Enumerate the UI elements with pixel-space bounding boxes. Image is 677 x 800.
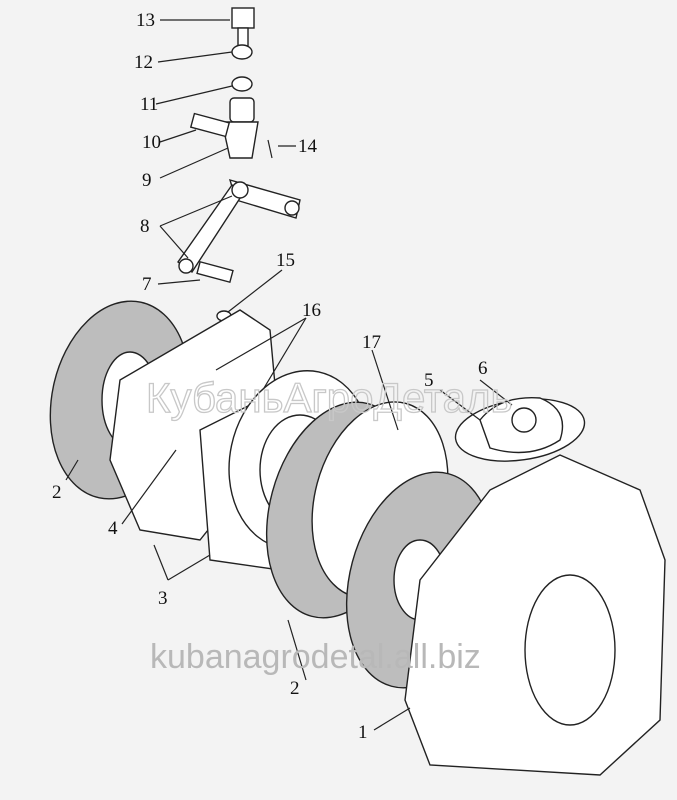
watermark-bottom: kubanagrodetal.all.biz [150, 638, 481, 676]
callout-1: 1 [358, 722, 368, 743]
callout-7: 9 [142, 170, 152, 191]
part-pin-8 [189, 112, 231, 138]
part-levers-6 [177, 178, 301, 274]
callout-8: 10 [142, 132, 161, 153]
callout-12: 14 [298, 136, 318, 157]
callout-14: 16 [302, 300, 321, 321]
callout-10: 12 [134, 52, 153, 73]
callout-16: 5 [424, 370, 434, 391]
leader-lines [65, 19, 513, 731]
callout-13: 15 [276, 250, 295, 271]
callout-11: 13 [136, 10, 155, 31]
part-fork-7 [221, 97, 259, 159]
callout-5: 7 [142, 274, 152, 295]
part-housing-1 [404, 454, 666, 776]
part-bolt-11 [231, 7, 255, 47]
watermark-center: КубаньАгроДеталь [146, 374, 512, 421]
part-boot-17 [479, 396, 564, 454]
callout-2-left: 2 [52, 482, 62, 503]
callout-15: 17 [362, 332, 381, 353]
callout-4: 4 [108, 518, 118, 539]
part-nut-9 [231, 76, 253, 92]
part-cotter-12 [267, 139, 273, 159]
part-washer-10 [231, 44, 253, 60]
callout-17: 6 [478, 358, 488, 379]
callout-6: 8 [140, 216, 150, 237]
callout-3: 3 [158, 588, 168, 609]
callout-9: 11 [140, 94, 158, 115]
part-bolt-5 [196, 260, 234, 284]
callout-2-right: 2 [290, 678, 300, 699]
